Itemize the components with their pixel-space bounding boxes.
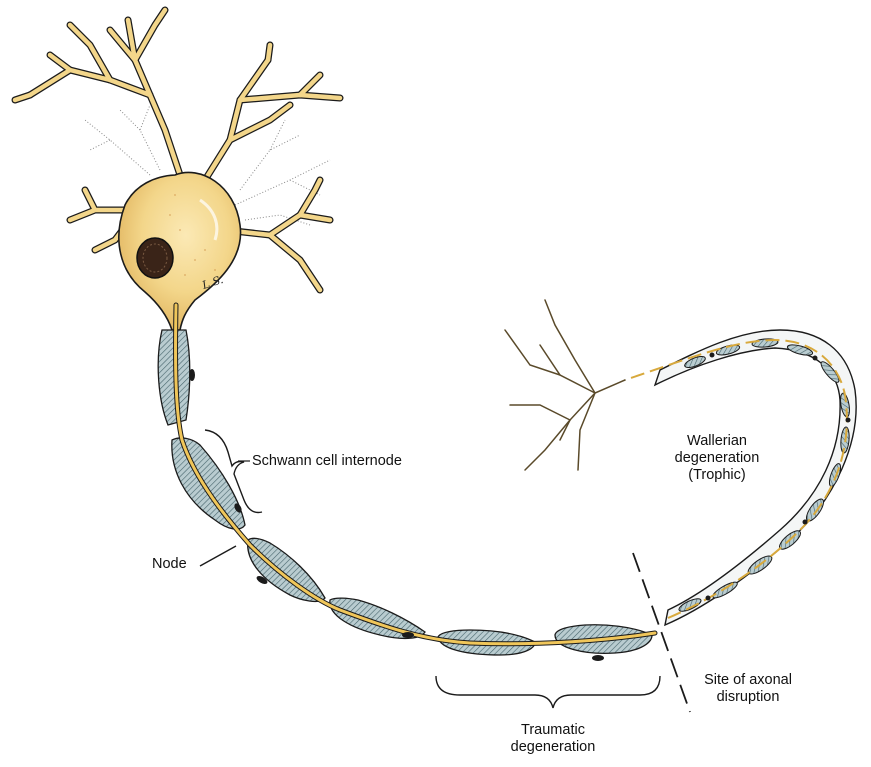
axon-terminal [505, 300, 625, 470]
node-pointer [200, 546, 236, 566]
label-wallerian-line1: Wallerian [662, 433, 772, 450]
label-site-line1: Site of axonal [688, 672, 808, 689]
axon-proximal [176, 305, 655, 644]
label-schwann-internode: Schwann cell internode [252, 453, 402, 470]
label-site-line2: disruption [688, 689, 808, 706]
label-wallerian-line2: degeneration [662, 450, 772, 467]
label-traumatic-line2: degeneration [494, 739, 612, 756]
label-wallerian: Wallerian degeneration (Trophic) [662, 433, 772, 484]
label-traumatic-line1: Traumatic [494, 722, 612, 739]
traumatic-brace [436, 676, 660, 708]
myelin-sheath-proximal [158, 330, 652, 655]
label-traumatic: Traumatic degeneration [494, 722, 612, 756]
label-site-disruption: Site of axonal disruption [688, 672, 808, 706]
cell-body [119, 172, 241, 330]
label-node: Node [152, 556, 187, 573]
label-wallerian-line3: (Trophic) [662, 467, 772, 484]
